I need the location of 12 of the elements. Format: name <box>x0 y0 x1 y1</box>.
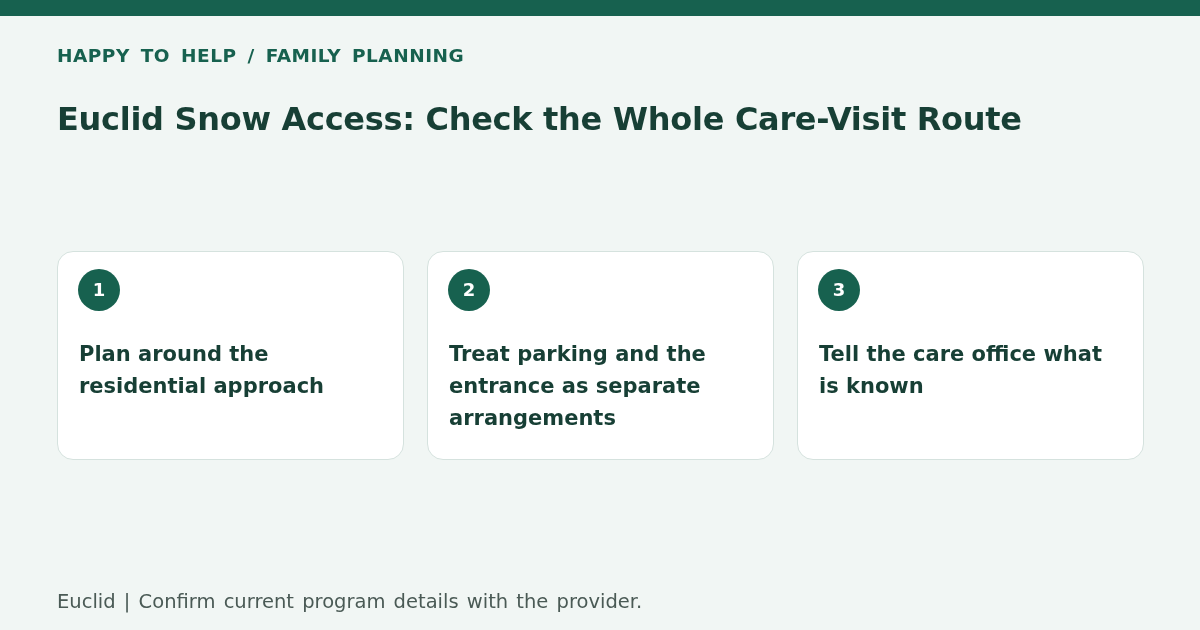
breadcrumb-text: HAPPY TO HELP / FAMILY PLANNING <box>57 45 465 66</box>
footer-note: Euclid | Confirm current program details with the provider. <box>57 590 643 613</box>
step-number-badge: 3 <box>818 269 860 311</box>
step-heading: Tell the care office what is known <box>819 341 1103 400</box>
step-card <box>427 251 774 460</box>
step-number-badge: 1 <box>78 269 120 311</box>
step-heading: Treat parking and the entrance as separate arrangements <box>449 341 707 432</box>
step-card <box>57 251 404 460</box>
step-heading: Plan around the residential approach <box>79 341 326 400</box>
step-card <box>797 251 1144 460</box>
step-number-badge: 2 <box>448 269 490 311</box>
page-title: Euclid Snow Access: Check the Whole Care-Visit Route <box>57 100 1022 138</box>
